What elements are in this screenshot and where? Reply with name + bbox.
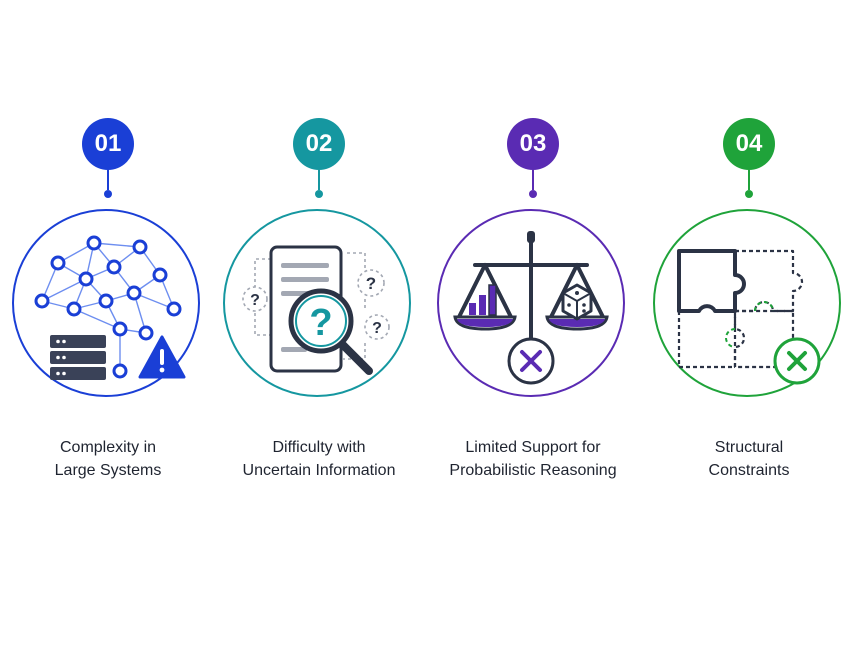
warning-triangle-icon	[138, 335, 186, 379]
scale-pan-left	[453, 315, 517, 331]
cross-circle-icon	[507, 337, 555, 385]
connector-line	[532, 170, 534, 190]
connector-dot	[104, 190, 112, 198]
network-warning-icon	[34, 235, 186, 380]
svg-text:?: ?	[309, 302, 332, 344]
connector-dot	[315, 190, 323, 198]
step-number-badge: 02	[293, 118, 345, 170]
step-card-3: 03	[433, 118, 633, 488]
puzzle-cross-icon	[677, 249, 821, 385]
svg-text:?: ?	[366, 274, 376, 293]
step-number-badge: 01	[82, 118, 134, 170]
step-title: Structural Constraints	[708, 439, 790, 479]
server-stack-icon	[50, 335, 106, 380]
connector-dot	[529, 190, 537, 198]
illustration-circle: ? ? ? ?	[223, 209, 411, 397]
step-card-2: 02 ? ? ?	[219, 118, 419, 488]
connector-line	[318, 170, 320, 190]
scale-pan-right	[545, 315, 609, 331]
balance-scale-cross-icon	[453, 231, 609, 385]
connector-line	[748, 170, 750, 190]
cross-circle-icon	[773, 337, 821, 385]
connector-dot	[745, 190, 753, 198]
step-title: Difficulty with Uncertain Information	[242, 439, 396, 479]
connector-line	[107, 170, 109, 190]
illustration-circle	[437, 209, 625, 397]
step-card-4: 04 Structural Constraints	[649, 118, 849, 488]
step-title: Limited Support for Probabilistic Reason…	[449, 439, 617, 479]
step-title: Complexity in Large Systems	[54, 439, 162, 479]
step-card-1: 01	[8, 118, 208, 488]
bar-chart-icon	[469, 284, 497, 316]
magnifier-icon: ?	[288, 288, 373, 375]
step-number-badge: 03	[507, 118, 559, 170]
step-number-badge: 04	[723, 118, 775, 170]
illustration-circle	[12, 209, 200, 397]
illustration-circle	[653, 209, 841, 397]
svg-text:?: ?	[250, 292, 260, 309]
svg-text:?: ?	[372, 320, 382, 337]
dice-icon	[561, 283, 593, 321]
document-magnifier-question-icon: ? ? ? ?	[242, 245, 390, 375]
puzzle-piece-solid	[677, 249, 746, 313]
